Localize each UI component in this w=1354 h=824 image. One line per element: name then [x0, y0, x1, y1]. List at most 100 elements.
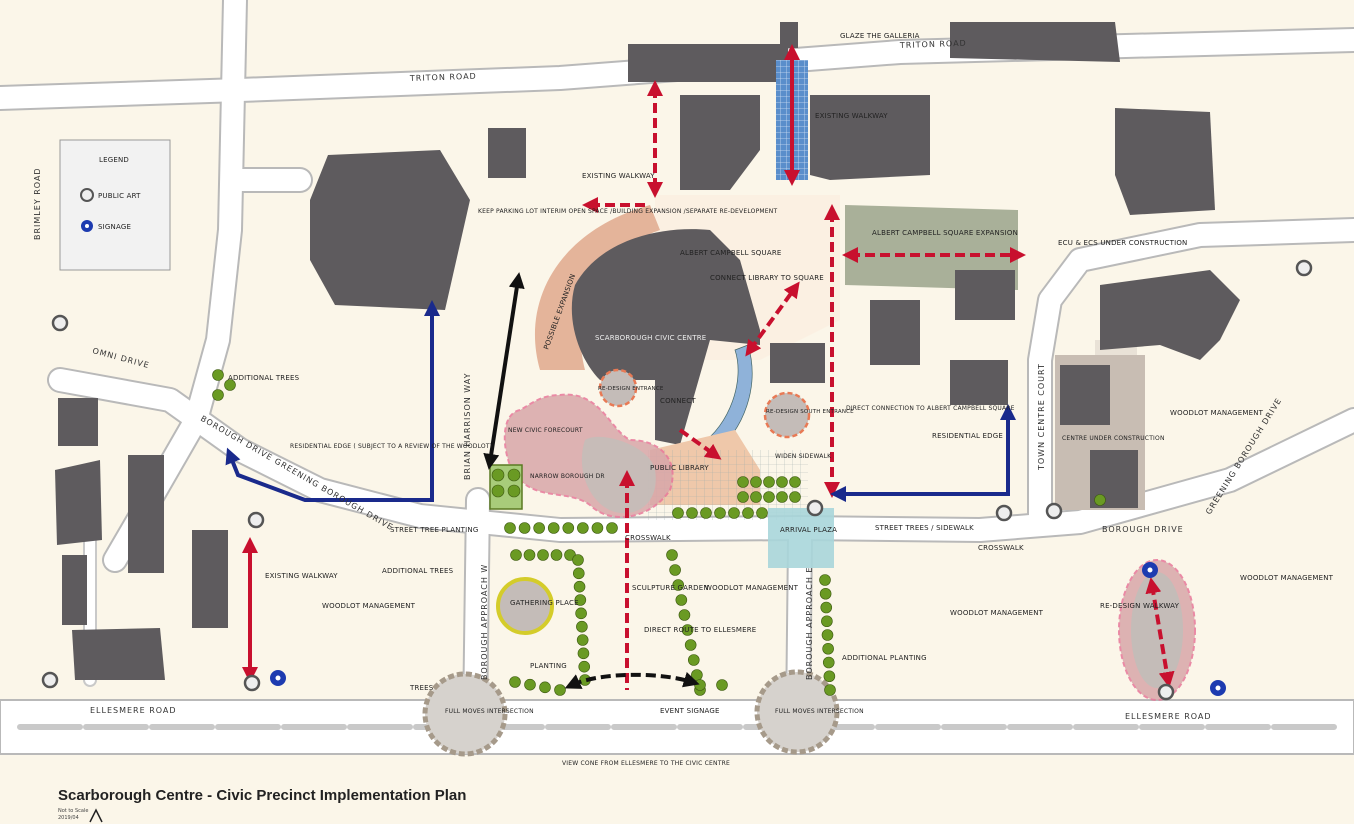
road-label-ellesmere: ELLESMERE ROAD: [90, 706, 177, 715]
road-label-town-centre: TOWN CENTRE COURT: [1037, 363, 1046, 471]
tree: [763, 476, 775, 488]
label-narrow: NARROW BOROUGH DR: [530, 473, 605, 480]
tree: [669, 564, 681, 576]
label-gathering-place: GATHERING PLACE: [510, 599, 579, 607]
tree: [574, 594, 587, 606]
tree: [504, 522, 516, 534]
north-arrow-icon: [89, 808, 103, 823]
plan-title: Scarborough Centre - Civic Precinct Impl…: [58, 787, 466, 804]
tree: [678, 609, 691, 621]
tree: [550, 549, 563, 561]
tree: [507, 468, 521, 482]
tree: [822, 656, 835, 669]
label-ecu: ECU & ECS UNDER CONSTRUCTION: [1058, 239, 1188, 247]
pedestrian-connections: [225, 44, 1175, 690]
tree: [756, 507, 768, 519]
tree: [763, 491, 775, 503]
label-widen: WIDEN SIDEWALK: [775, 453, 832, 460]
tree: [819, 574, 831, 586]
road-label-borough-east: BOROUGH DRIVE: [1102, 525, 1184, 534]
black-arrow: [483, 272, 525, 470]
tree: [750, 476, 762, 488]
tree: [672, 507, 684, 519]
label-street-tree: STREET TREE PLANTING: [390, 526, 478, 534]
tree: [577, 522, 589, 534]
legend-item-label: SIGNAGE: [98, 223, 131, 231]
tree: [821, 615, 833, 628]
tree: [824, 684, 836, 696]
label-glaze: GLAZE THE GALLERIA: [840, 32, 920, 40]
label-arrival-plaza: ARRIVAL PLAZA: [780, 526, 837, 534]
tree: [491, 468, 505, 482]
label-woodlot-5: WOODLOT MANAGEMENT: [1240, 574, 1334, 582]
label-woodlot-3: WOODLOT MANAGEMENT: [705, 584, 799, 592]
label-residential-edge-2: RESIDENTIAL EDGE: [932, 432, 1003, 440]
blue-arrow: [830, 404, 1016, 502]
label-existing-walkway-sw: EXISTING WALKWAY: [265, 572, 338, 580]
possible-expansion: [534, 205, 660, 370]
intersections: [422, 669, 840, 757]
public-art-icon: [80, 188, 94, 202]
signage-icon: [81, 220, 93, 232]
tree: [572, 567, 585, 580]
legend: LEGEND PUBLIC ART SIGNAGE: [80, 156, 141, 232]
tree: [789, 476, 801, 488]
label-redesign-south: RE-DESIGN SOUTH ENTRANCE: [766, 409, 854, 415]
tree: [539, 681, 551, 694]
road-label-ellesmere: ELLESMERE ROAD: [1125, 712, 1212, 721]
tree: [821, 629, 834, 641]
label-connect: CONNECT: [660, 397, 696, 405]
road-label-approach-e: BOROUGH APPROACH E: [805, 567, 814, 680]
tree: [212, 369, 224, 381]
tree: [509, 676, 521, 688]
tree: [737, 491, 749, 503]
public-art-icon: [247, 511, 265, 529]
tree: [687, 654, 700, 666]
label-civic-centre: SCARBOROUGH CIVIC CENTRE: [595, 334, 706, 342]
tree: [750, 491, 762, 503]
tree: [533, 522, 545, 534]
red-arrow: [745, 281, 800, 357]
tree: [491, 484, 505, 498]
scale-note: Not to Scale: [58, 808, 88, 814]
map-icons: [41, 259, 1313, 701]
tree: [212, 389, 224, 401]
tree: [507, 484, 521, 498]
label-full-moves: FULL MOVES INTERSECTION: [445, 708, 534, 715]
tree: [789, 491, 801, 503]
tree: [728, 507, 740, 519]
tree: [524, 678, 536, 691]
public-art-icon: [243, 674, 261, 692]
public-art-icon: [1045, 502, 1063, 520]
tree: [737, 476, 749, 488]
tree: [823, 670, 836, 683]
arrival-plaza-zone: [768, 508, 834, 568]
road-label-approach-w: BOROUGH APPROACH W: [480, 564, 489, 680]
signage-icon: [270, 670, 286, 686]
road-label-brimley: BRIMLEY ROAD: [33, 167, 42, 240]
tree: [666, 549, 678, 561]
label-additional-trees: ADDITIONAL TREES: [228, 374, 300, 382]
public-art-icon: [41, 671, 59, 689]
tree: [820, 601, 833, 614]
tree: [577, 647, 590, 660]
signage-icon: [1210, 680, 1226, 696]
buildings: [55, 22, 1240, 680]
tree: [714, 507, 726, 519]
tree: [606, 522, 618, 534]
road-label-triton: TRITON ROAD: [409, 72, 477, 83]
road-label-triton: TRITON ROAD: [899, 39, 967, 50]
tree: [510, 549, 522, 561]
tree: [518, 522, 531, 534]
tree: [675, 594, 688, 606]
label-woodlot-4: WOODLOT MANAGEMENT: [950, 609, 1044, 617]
black-arrow: [564, 671, 700, 689]
label-residential-edge: RESIDENTIAL EDGE ( SUBJECT TO A REVIEW O…: [290, 443, 492, 450]
public-art-icon: [1157, 683, 1175, 701]
label-street-trees-sidewalk: STREET TREES / SIDEWALK: [875, 524, 974, 532]
tree: [523, 549, 536, 561]
scale-date: 2019/04: [58, 815, 79, 821]
label-event-signage: EVENT SIGNAGE: [660, 707, 720, 715]
label-direct-connection: DIRECT CONNECTION TO ALBERT CAMPBELL SQU…: [846, 405, 1015, 412]
label-new-civic-forecourt: NEW CIVIC FORECOURT: [508, 427, 583, 434]
